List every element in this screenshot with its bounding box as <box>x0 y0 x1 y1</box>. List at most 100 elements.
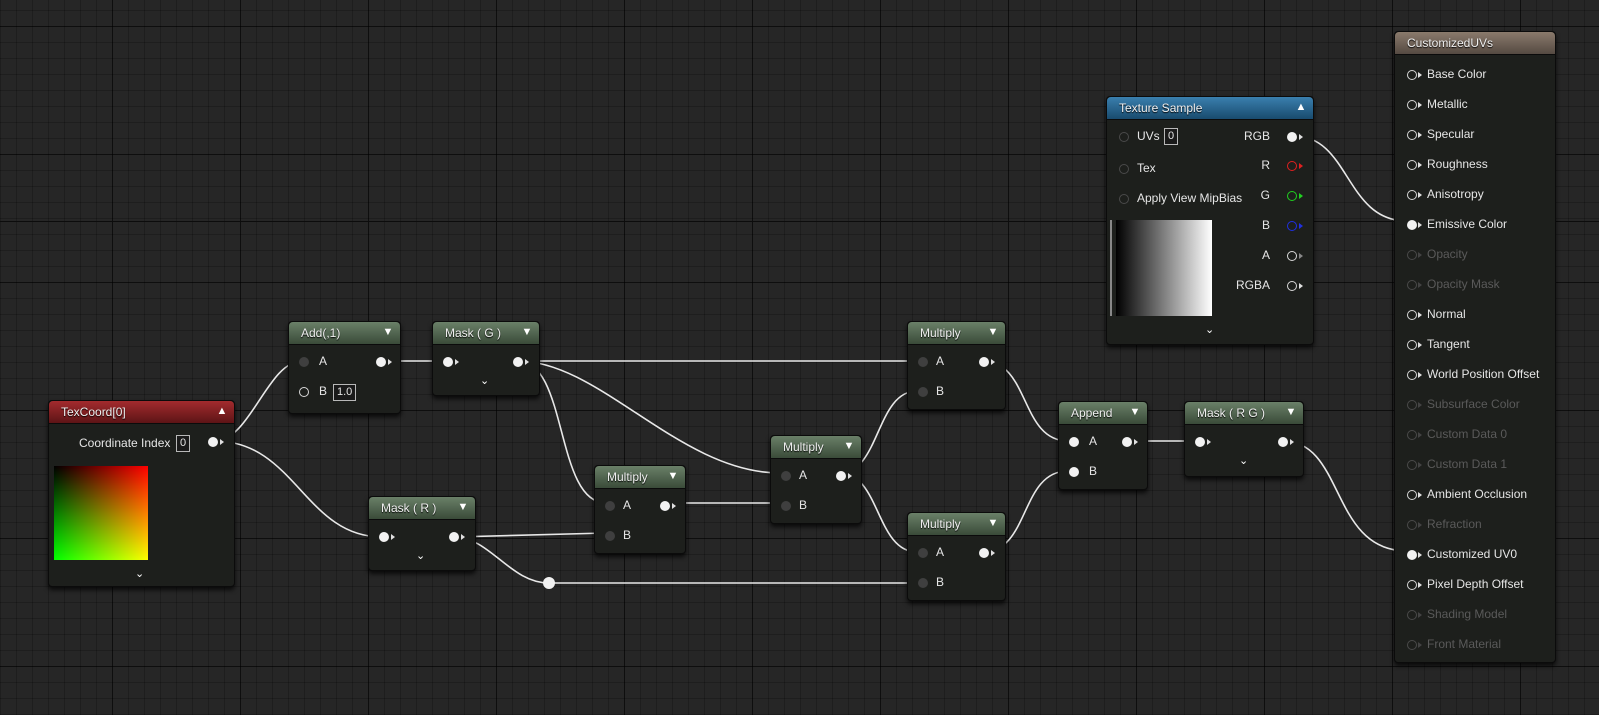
input-pin-a[interactable] <box>299 357 309 367</box>
chevron-down-icon[interactable]: ▼ <box>1285 406 1297 418</box>
input-pin-b[interactable] <box>299 387 309 397</box>
chevron-down-icon[interactable]: ▼ <box>382 326 394 338</box>
append-node[interactable]: Append ▼ A B <box>1058 401 1148 490</box>
input-pin-b[interactable] <box>781 501 791 511</box>
output-pin[interactable] <box>1122 437 1132 447</box>
input-pin[interactable] <box>379 532 389 542</box>
chevron-down-icon[interactable]: ▼ <box>843 440 855 452</box>
material-input-pin[interactable] <box>1407 160 1417 170</box>
output-pin-rgb[interactable] <box>1287 132 1297 142</box>
material-input-pin[interactable] <box>1407 370 1417 380</box>
pin-label: A <box>319 354 328 368</box>
node-header[interactable]: Multiply ▼ <box>908 513 1005 536</box>
material-input-pin[interactable] <box>1407 340 1417 350</box>
output-pin-b[interactable] <box>1287 221 1297 231</box>
multiply-node-4[interactable]: Multiply ▼ A B <box>907 512 1006 601</box>
material-input-pin[interactable] <box>1407 70 1417 80</box>
chevron-down-icon[interactable]: ▼ <box>1129 406 1141 418</box>
material-input-pin[interactable] <box>1407 640 1417 650</box>
input-pin-b[interactable] <box>918 578 928 588</box>
texcoord-node[interactable]: TexCoord[0] ▲ Coordinate Index 0 ⌄ <box>48 400 235 587</box>
chevron-down-icon[interactable]: ⌄ <box>480 375 490 387</box>
chevron-down-icon[interactable]: ▼ <box>987 517 999 529</box>
node-header[interactable]: TexCoord[0] ▲ <box>49 401 234 424</box>
multiply-node-2[interactable]: Multiply ▼ A B <box>770 435 862 524</box>
material-input-pin[interactable] <box>1407 520 1417 530</box>
material-input-pin[interactable] <box>1407 610 1417 620</box>
node-header[interactable]: Add(,1) ▼ <box>289 322 400 345</box>
material-input-pin[interactable] <box>1407 310 1417 320</box>
chevron-down-icon[interactable]: ▼ <box>457 501 469 513</box>
material-input-pin[interactable] <box>1407 220 1417 230</box>
input-pin-a[interactable] <box>1069 437 1079 447</box>
output-pin-r[interactable] <box>1287 161 1297 171</box>
material-input-pin[interactable] <box>1407 550 1417 560</box>
chevron-down-icon[interactable]: ▼ <box>667 470 679 482</box>
output-pin[interactable] <box>513 357 523 367</box>
input-pin[interactable] <box>1195 437 1205 447</box>
input-pin-b[interactable] <box>1069 467 1079 477</box>
material-input-pin[interactable] <box>1407 460 1417 470</box>
reroute-node[interactable] <box>543 577 555 589</box>
material-input-pin[interactable] <box>1407 280 1417 290</box>
input-pin-uvs[interactable] <box>1119 132 1129 142</box>
output-pin[interactable] <box>376 357 386 367</box>
chevron-down-icon[interactable]: ▼ <box>521 326 533 338</box>
output-pin[interactable] <box>449 532 459 542</box>
chevron-down-icon[interactable]: ⌄ <box>1205 324 1215 336</box>
output-pin[interactable] <box>979 548 989 558</box>
coordinate-index-field[interactable]: 0 <box>176 435 191 452</box>
input-pin[interactable] <box>443 357 453 367</box>
node-header[interactable]: Mask ( R ) ▼ <box>369 497 475 520</box>
output-pin-a[interactable] <box>1287 251 1297 261</box>
b-value-field[interactable]: 1.0 <box>333 384 357 401</box>
uvs-value-field[interactable]: 0 <box>1164 128 1179 145</box>
output-pin[interactable] <box>208 437 218 447</box>
input-pin-a[interactable] <box>918 357 928 367</box>
input-pin-a[interactable] <box>605 501 615 511</box>
material-input-pin[interactable] <box>1407 130 1417 140</box>
material-input-pin[interactable] <box>1407 100 1417 110</box>
node-header[interactable]: Append ▼ <box>1059 402 1147 425</box>
chevron-down-icon[interactable]: ⌄ <box>135 568 145 580</box>
chevron-up-icon[interactable]: ▲ <box>216 405 228 417</box>
multiply-node-3[interactable]: Multiply ▼ A B <box>907 321 1006 410</box>
node-header[interactable]: Mask ( R G ) ▼ <box>1185 402 1303 425</box>
material-input-pin[interactable] <box>1407 190 1417 200</box>
node-header[interactable]: Multiply ▼ <box>771 436 861 459</box>
output-pin-rgba[interactable] <box>1287 281 1297 291</box>
chevron-down-icon[interactable]: ⌄ <box>1239 455 1249 467</box>
material-input-pin[interactable] <box>1407 580 1417 590</box>
input-pin-b[interactable] <box>918 387 928 397</box>
chevron-down-icon[interactable]: ⌄ <box>416 550 426 562</box>
node-header[interactable]: Mask ( G ) ▼ <box>433 322 539 345</box>
node-header[interactable]: Texture Sample ▲ <box>1107 97 1313 120</box>
output-pin[interactable] <box>1278 437 1288 447</box>
input-pin-tex[interactable] <box>1119 164 1129 174</box>
mask-rg-node[interactable]: Mask ( R G ) ▼ ⌄ <box>1184 401 1304 477</box>
output-pin-g[interactable] <box>1287 191 1297 201</box>
input-pin-a[interactable] <box>781 471 791 481</box>
node-header[interactable]: CustomizedUVs <box>1395 32 1555 55</box>
chevron-up-icon[interactable]: ▲ <box>1295 101 1307 113</box>
mask-r-node[interactable]: Mask ( R ) ▼ ⌄ <box>368 496 476 571</box>
material-input-pin[interactable] <box>1407 250 1417 260</box>
input-pin-a[interactable] <box>918 548 928 558</box>
material-input-pin[interactable] <box>1407 400 1417 410</box>
chevron-down-icon[interactable]: ▼ <box>987 326 999 338</box>
node-header[interactable]: Multiply ▼ <box>595 466 685 489</box>
multiply-node-1[interactable]: Multiply ▼ A B <box>594 465 686 554</box>
pin-arrow-icon <box>1290 439 1294 445</box>
output-pin[interactable] <box>660 501 670 511</box>
material-input-pin[interactable] <box>1407 490 1417 500</box>
texture-sample-node[interactable]: Texture Sample ▲ UVs 0 Tex Apply View Mi… <box>1106 96 1314 345</box>
node-header[interactable]: Multiply ▼ <box>908 322 1005 345</box>
output-pin[interactable] <box>836 471 846 481</box>
output-pin[interactable] <box>979 357 989 367</box>
material-input-pin[interactable] <box>1407 430 1417 440</box>
input-pin-mipbias[interactable] <box>1119 194 1129 204</box>
input-pin-b[interactable] <box>605 531 615 541</box>
mask-g-node[interactable]: Mask ( G ) ▼ ⌄ <box>432 321 540 396</box>
add-node[interactable]: Add(,1) ▼ A B 1.0 <box>288 321 401 414</box>
